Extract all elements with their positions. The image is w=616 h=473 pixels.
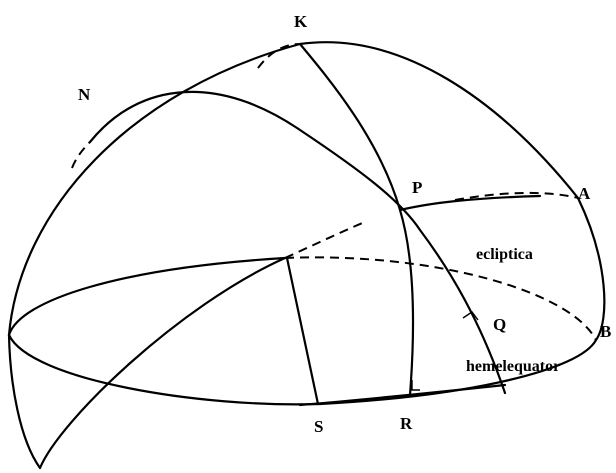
vertical-segment xyxy=(285,256,320,406)
horizon-back-right xyxy=(284,256,597,341)
meridian-dashed xyxy=(257,43,301,69)
equator-front xyxy=(88,90,507,395)
label-a: A xyxy=(578,184,591,203)
meridian-front xyxy=(298,42,415,397)
label-ecliptic: ecliptica xyxy=(476,246,533,263)
label-r: R xyxy=(400,414,413,433)
horizon-back-left xyxy=(7,256,287,337)
label-n: N xyxy=(78,85,91,104)
ecliptic-upper-dashed xyxy=(454,191,579,201)
ecliptic-upper xyxy=(398,194,542,212)
hemisphere-outline xyxy=(7,41,606,342)
equator-dashed-left xyxy=(71,141,91,169)
label-p: P xyxy=(412,178,422,197)
label-q: Q xyxy=(493,315,506,334)
ecliptic-front xyxy=(38,256,287,470)
right-angle-r xyxy=(411,380,420,391)
equator-lower xyxy=(298,383,507,407)
label-equator: hemelequator xyxy=(466,358,560,375)
label-b: B xyxy=(600,322,611,341)
right-angle-q xyxy=(462,311,479,321)
label-k: K xyxy=(294,12,308,31)
hemisphere-base-arc xyxy=(7,333,42,470)
ecliptic-back xyxy=(284,221,366,259)
label-s: S xyxy=(314,417,323,436)
